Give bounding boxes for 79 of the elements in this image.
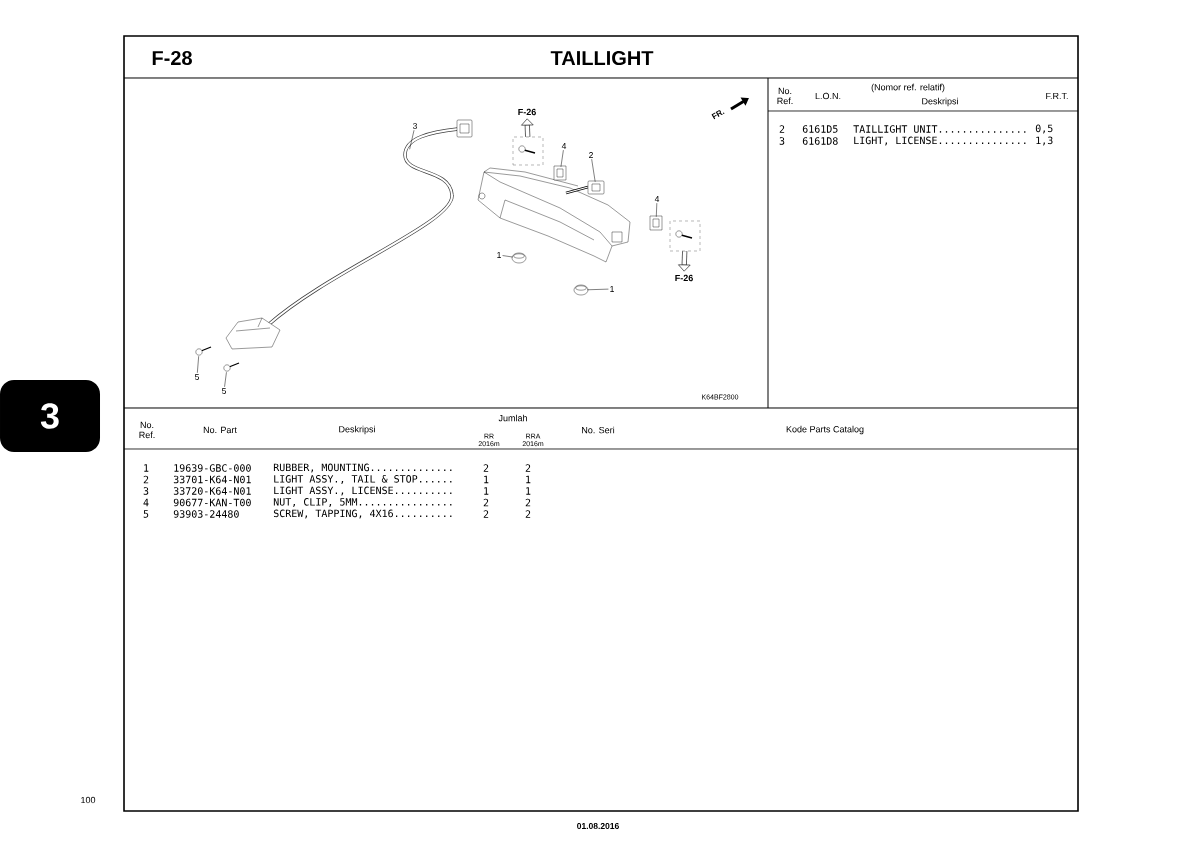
column-header: (Nomor ref. relatif) <box>871 83 945 93</box>
clip-nut-drawing <box>649 215 663 231</box>
reference-label: F-26 <box>675 274 693 282</box>
cable-drawing <box>225 119 473 350</box>
reference-label: F-26 <box>518 108 536 116</box>
screw-drawing <box>223 362 240 372</box>
rubber-mount-drawing <box>573 284 589 296</box>
clip-nut-drawing <box>553 165 567 181</box>
screw-drawing <box>195 346 212 356</box>
column-header: Kode Parts Catalog <box>786 425 864 435</box>
column-header: No. Ref. <box>777 87 793 105</box>
table-cell: 33701-K64-N01 <box>173 475 251 484</box>
page-number: 100 <box>81 796 96 804</box>
callout-number: 2 <box>589 152 593 158</box>
table-cell: 2 <box>483 464 489 472</box>
leader-line <box>586 288 609 291</box>
column-header: L.O.N. <box>815 92 841 100</box>
dashed-frame <box>512 136 544 166</box>
leader-line <box>197 355 199 374</box>
table-cell: 19639-GBC-000 <box>174 464 251 472</box>
taillight-drawing <box>477 167 631 263</box>
page-title: TAILLIGHT <box>550 50 654 66</box>
table-cell: 0,5 <box>1035 124 1053 134</box>
reference-arrow <box>678 251 691 272</box>
leader-line <box>591 158 596 183</box>
table-cell: 6161D5 <box>802 125 838 133</box>
print-date: 01.08.2016 <box>577 823 619 829</box>
table-cell: NUT, CLIP, 5MM................ <box>273 498 452 507</box>
table-cell: 3 <box>143 487 149 495</box>
column-header: No. Part <box>203 426 237 434</box>
table-cell: 2 <box>483 498 489 507</box>
callout-number: 1 <box>610 286 614 292</box>
column-header: F.R.T. <box>1046 92 1068 100</box>
leader-line <box>560 149 564 168</box>
table-cell: 2 <box>525 498 531 507</box>
table-cell: 2 <box>779 125 785 133</box>
table-cell: 4 <box>143 498 149 507</box>
table-cell: 1 <box>144 464 149 472</box>
table-cell: 1 <box>526 475 531 484</box>
callout-number: 4 <box>654 196 660 202</box>
callout-number: 4 <box>561 143 567 149</box>
direction-label: FR. <box>711 110 725 120</box>
table-cell: TAILLIGHT UNIT............... <box>853 125 1026 133</box>
table-cell: LIGHT, LICENSE............... <box>854 136 1026 146</box>
table-cell: 93903-24480 <box>173 510 239 518</box>
column-header: No. Ref. <box>139 421 155 439</box>
leader-line <box>502 255 514 258</box>
callout-number: 1 <box>497 252 501 258</box>
table-cell: 6161D8 <box>802 137 838 145</box>
callout-number: 5 <box>222 388 226 394</box>
table-cell: 33720-K64-N01 <box>173 487 251 495</box>
leader-line <box>656 202 658 218</box>
table-cell: 1 <box>526 487 531 495</box>
section-code: F-28 <box>152 50 192 66</box>
leader-line <box>409 129 415 150</box>
column-header: No. Seri <box>582 426 615 434</box>
table-cell: RUBBER, MOUNTING.............. <box>273 463 452 473</box>
table-cell: SCREW, TAPPING, 4X16.......... <box>273 509 452 519</box>
rubber-mount-drawing <box>511 252 527 264</box>
table-cell: 1 <box>484 487 489 495</box>
table-cell: 90677-KAN-T00 <box>173 498 251 507</box>
table-cell: LIGHT ASSY., LICENSE.......... <box>274 486 452 496</box>
callout-number: 5 <box>195 374 199 380</box>
table-cell: 3 <box>779 137 785 145</box>
table-cell: 1 <box>484 475 489 484</box>
chapter-tab: 3 <box>0 380 100 452</box>
column-header: Deskripsi <box>922 97 958 107</box>
column-header: Deskripsi <box>339 425 375 435</box>
dashed-frame <box>669 220 701 252</box>
reference-arrow <box>521 118 534 137</box>
table-cell: 1,3 <box>1036 136 1053 146</box>
table-cell: LIGHT ASSY., TAIL & STOP...... <box>274 475 452 484</box>
table-cell: 2 <box>143 475 149 484</box>
table-cell: 2 <box>525 464 531 472</box>
column-header: Jumlah <box>498 414 527 422</box>
table-cell: 5 <box>143 510 149 518</box>
table-cell: 2 <box>525 510 531 518</box>
leader-line <box>224 371 227 388</box>
table-cell: 2 <box>483 510 489 518</box>
